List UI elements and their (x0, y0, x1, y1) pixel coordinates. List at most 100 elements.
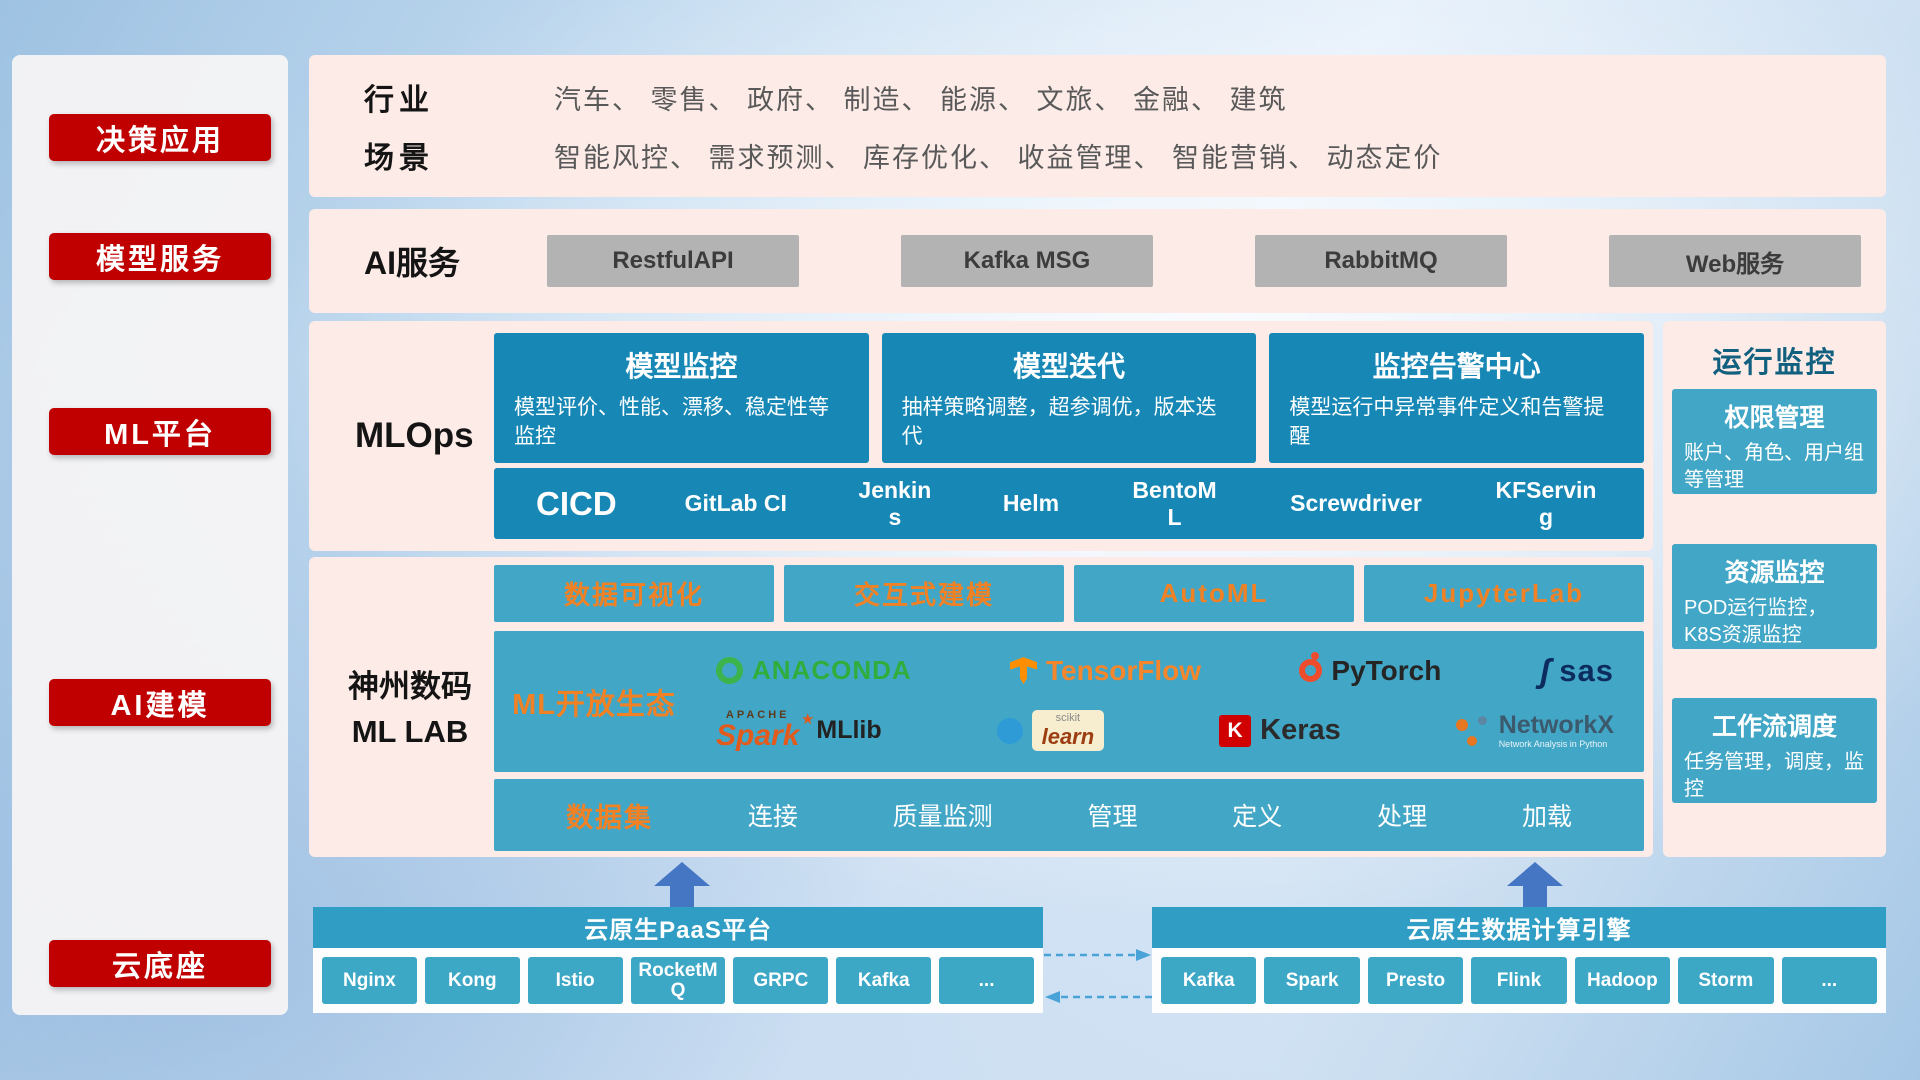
logo-row-2: APACHE Spark★ MLlib scikit learn K (694, 710, 1636, 752)
mllab-label-line1: 神州数码 (348, 669, 472, 704)
alert-center-card: 监控告警中心 模型运行中异常事件定义和告警提醒 (1269, 333, 1645, 463)
tool-bentoml: BentoML (1132, 477, 1217, 530)
tool-helm: Helm (1002, 490, 1060, 517)
sidebar-item-model-service: 模型服务 (49, 233, 271, 280)
chip-storm: Storm (1678, 957, 1774, 1004)
card-desc: 任务管理，调度，监控 (1684, 751, 1864, 800)
logo-row-1: ANACONDA TensorFlow PyTorch ʃ sas (694, 652, 1636, 690)
keras-icon: K (1219, 714, 1252, 747)
card-title: 模型迭代 (1013, 351, 1126, 382)
spark-star-icon: ★ (800, 711, 815, 729)
card-desc: 模型评价、性能、漂移、稳定性等监控 (514, 396, 829, 449)
data-engine-group: 云原生数据计算引擎 Kafka Spark Presto Flink Hadoo… (1152, 907, 1886, 1013)
tool-kfserving: KFServing (1495, 477, 1597, 530)
arrow-stem (670, 886, 694, 907)
industry-label: 行业 (364, 84, 434, 117)
ecosystem-logos: ANACONDA TensorFlow PyTorch ʃ sas (694, 631, 1644, 772)
pytorch-icon (1299, 652, 1323, 683)
card-title: 工作流调度 (1711, 713, 1837, 741)
networkx-icon (1455, 715, 1490, 746)
service-web: Web服务 (1609, 235, 1861, 287)
model-iteration-card: 模型迭代 抽样策略调整，超参调优，版本迭代 (881, 333, 1257, 463)
scene-row: 场景 智能风控、 需求预测、 库存优化、 收益管理、 智能营销、 动态定价 (309, 133, 1886, 177)
data-engine-items: Kafka Spark Presto Flink Hadoop Storm ..… (1152, 948, 1886, 1013)
networkx-wordmark: NetworkX Network Analysis in Python (1499, 712, 1614, 749)
ai-service-label: AI服务 (364, 245, 461, 281)
networkx-subtitle: Network Analysis in Python (1498, 738, 1608, 749)
tool-automl: AutoML (1074, 565, 1354, 622)
scikit-learn-logo: scikit learn (996, 710, 1105, 752)
anaconda-wordmark: ANACONDA (752, 655, 912, 686)
spark-wordmark: APACHE Spark★ (716, 709, 814, 753)
arrow-head (654, 862, 710, 886)
tensorflow-wordmark: TensorFlow (1046, 654, 1202, 686)
anaconda-icon (716, 657, 743, 685)
chip-more: ... (1781, 957, 1877, 1004)
paas-platform-title: 云原生PaaS平台 (313, 907, 1043, 948)
mlops-label: MLOps (355, 416, 474, 455)
sidebar-item-ml-platform: ML平台 (49, 408, 271, 455)
paas-platform-group: 云原生PaaS平台 Nginx Kong Istio RocketMQ GRPC… (313, 907, 1043, 1013)
chip-more: ... (939, 957, 1035, 1004)
mllab-panel: 神州数码 ML LAB 数据可视化 交互式建模 AutoML JupyterLa… (309, 557, 1653, 857)
tool-jenkins: Jenkins (858, 477, 932, 530)
service-restfulapi: RestfulAPI (547, 235, 799, 287)
chip-kong: Kong (424, 957, 520, 1004)
mllab-label-line2: ML LAB (351, 713, 469, 749)
networkx-logo: NetworkX Network Analysis in Python (1455, 712, 1614, 749)
scikit-learn-icon (996, 717, 1023, 744)
apache-label: APACHE (725, 709, 790, 722)
ai-service-buttons: RestfulAPI Kafka MSG RabbitMQ Web服务 (547, 235, 1861, 287)
run-monitoring-panel: 运行监控 权限管理 账户、角色、用户组等管理 资源监控 POD运行监控，K8S资… (1663, 321, 1886, 857)
chip-spark: Spark (1264, 957, 1360, 1004)
mllib-wordmark: MLlib (816, 716, 882, 745)
spark-mllib-logo: APACHE Spark★ MLlib (716, 710, 882, 751)
card-desc: 模型运行中异常事件定义和告警提醒 (1289, 396, 1605, 449)
scene-list: 智能风控、 需求预测、 库存优化、 收益管理、 智能营销、 动态定价 (554, 142, 1443, 173)
service-rabbitmq: RabbitMQ (1255, 235, 1507, 287)
up-arrow-right (1507, 862, 1563, 907)
dataset-quality: 质量监测 (892, 803, 993, 831)
chip-nginx: Nginx (322, 957, 417, 1004)
workflow-schedule-card: 工作流调度 任务管理，调度，监控 (1672, 698, 1877, 803)
industry-scene-panel: 行业 汽车、 零售、 政府、 制造、 能源、 文旅、 金融、 建筑 场景 智能风… (309, 55, 1886, 197)
pytorch-wordmark: PyTorch (1331, 654, 1442, 686)
sidebar-item-cloud-base: 云底座 (49, 940, 271, 987)
ai-service-panel: AI服务 RestfulAPI Kafka MSG RabbitMQ Web服务 (309, 209, 1886, 313)
cicd-bar: CICD GitLab CI Jenkins Helm BentoML Scre… (494, 468, 1644, 539)
tool-gitlab-ci: GitLab CI (684, 490, 787, 517)
card-title: 资源监控 (1724, 559, 1825, 587)
run-monitoring-title: 运行监控 (1712, 347, 1837, 379)
arrow-right-icon (1136, 949, 1151, 961)
card-title: 监控告警中心 (1372, 351, 1541, 382)
pytorch-logo: PyTorch (1299, 652, 1442, 687)
card-desc: 账户、角色、用户组等管理 (1684, 442, 1864, 491)
mllab-tools-row: 数据可视化 交互式建模 AutoML JupyterLab (494, 565, 1644, 622)
card-title: 权限管理 (1724, 404, 1825, 432)
anaconda-logo: ANACONDA (716, 655, 912, 686)
spark-text: Spark (716, 719, 800, 753)
chip-flink: Flink (1471, 957, 1567, 1004)
data-flow-arrows (1044, 949, 1152, 1003)
sidebar-item-decision-apps: 决策应用 (49, 114, 271, 161)
learn-label: learn (1041, 724, 1095, 750)
permission-mgmt-card: 权限管理 账户、角色、用户组等管理 (1672, 389, 1877, 494)
industry-row: 行业 汽车、 零售、 政府、 制造、 能源、 文旅、 金融、 建筑 (309, 75, 1886, 119)
dataset-process: 处理 (1377, 803, 1428, 831)
data-engine-title: 云原生数据计算引擎 (1152, 907, 1886, 948)
tool-interactive-modeling: 交互式建模 (784, 565, 1064, 622)
tool-screwdriver: Screwdriver (1290, 490, 1422, 517)
card-title: 模型监控 (625, 351, 738, 382)
mlops-cards: 模型监控 模型评价、性能、漂移、稳定性等监控 模型迭代 抽样策略调整，超参调优，… (494, 333, 1645, 463)
tensorflow-icon (1010, 657, 1038, 685)
tool-jupyterlab: JupyterLab (1364, 565, 1644, 622)
chip-hadoop: Hadoop (1574, 957, 1671, 1004)
chip-kafka: Kafka (836, 957, 932, 1004)
dataset-label: 数据集 (566, 802, 653, 833)
chip-istio: Istio (527, 957, 623, 1004)
industry-list: 汽车、 零售、 政府、 制造、 能源、 文旅、 金融、 建筑 (554, 84, 1288, 115)
chip-rocketmq: RocketMQ (630, 957, 726, 1004)
sidebar-item-ai-modeling: AI建模 (49, 679, 271, 726)
dataset-load: 加载 (1521, 803, 1572, 831)
